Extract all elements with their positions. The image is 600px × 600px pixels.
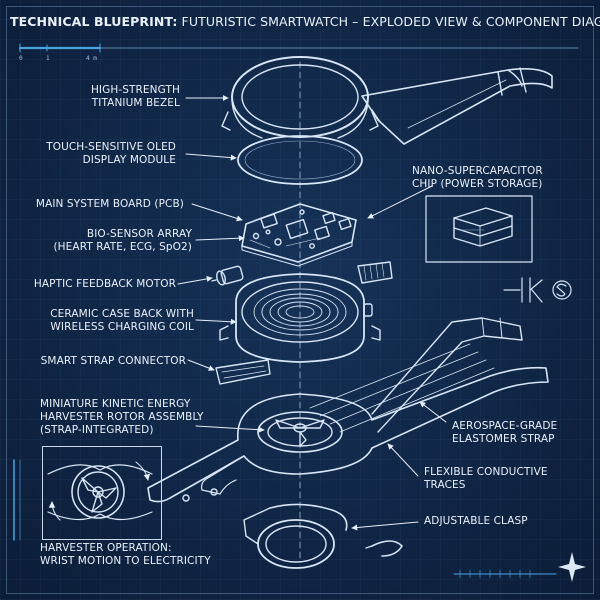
title-main: TECHNICAL BLUEPRINT: (10, 14, 178, 29)
label-harvester-operation: HARVESTER OPERATION: WRIST MOTION TO ELE… (40, 542, 211, 567)
title-rest: FUTURISTIC SMARTWATCH – EXPLODED VIEW & … (181, 14, 600, 29)
label-nano-supercapacitor: NANO-SUPERCAPACITOR CHIP (POWER STORAGE) (412, 165, 543, 190)
label-elastomer-strap: AEROSPACE-GRADE ELASTOMER STRAP (452, 420, 558, 445)
blueprint-frame (6, 6, 594, 594)
label-ceramic-case-back: CERAMIC CASE BACK WITH WIRELESS CHARGING… (50, 308, 194, 333)
ceramic-case-back (219, 273, 381, 363)
leader-lines (177, 95, 447, 531)
label-kinetic-harvester: MINIATURE KINETIC ENERGY HARVESTER ROTOR… (40, 398, 204, 436)
kinetic-rotor (257, 411, 343, 453)
diagram-title: TECHNICAL BLUEPRINT: FUTURISTIC SMARTWAT… (10, 14, 600, 29)
label-main-pcb: MAIN SYSTEM BOARD (PCB) (35, 198, 184, 210)
label-oled-display: TOUCH-SENSITIVE OLED DISPLAY MODULE (46, 141, 176, 166)
oled-display (237, 135, 363, 185)
strap-connector (215, 359, 271, 385)
decorative-glyphs (503, 277, 572, 303)
main-pcb (241, 203, 357, 267)
harvester-inset-drawing (47, 461, 153, 521)
titanium-bezel (221, 56, 379, 139)
edge-ticks (13, 459, 21, 541)
haptic-motor (211, 265, 244, 286)
upper-strap (361, 67, 553, 145)
harvester-inset-frame (42, 446, 162, 540)
label-haptic-motor: HAPTIC FEEDBACK MOTOR (33, 278, 176, 290)
supercapacitor-callout-box (425, 195, 533, 263)
elastomer-strap (147, 317, 549, 503)
adjustable-clasp (243, 503, 403, 569)
label-strap-connector: SMART STRAP CONNECTOR (40, 355, 186, 367)
scale-label-start: 0 (19, 55, 23, 62)
label-bio-sensor-array: BIO-SENSOR ARRAY (HEART RATE, ECG, SpO2) (53, 228, 192, 253)
scale-bar (18, 43, 579, 53)
corner-ornament (453, 552, 586, 582)
label-titanium-bezel: HIGH-STRENGTH TITANIUM BEZEL (90, 84, 180, 109)
supercapacitor-part (357, 261, 393, 284)
scale-label-one: 1 (46, 55, 50, 62)
label-conductive-traces: FLEXIBLE CONDUCTIVE TRACES (424, 466, 548, 491)
label-adjustable-clasp: ADJUSTABLE CLASP (424, 515, 528, 527)
scale-label-end: 4 m (86, 55, 97, 62)
